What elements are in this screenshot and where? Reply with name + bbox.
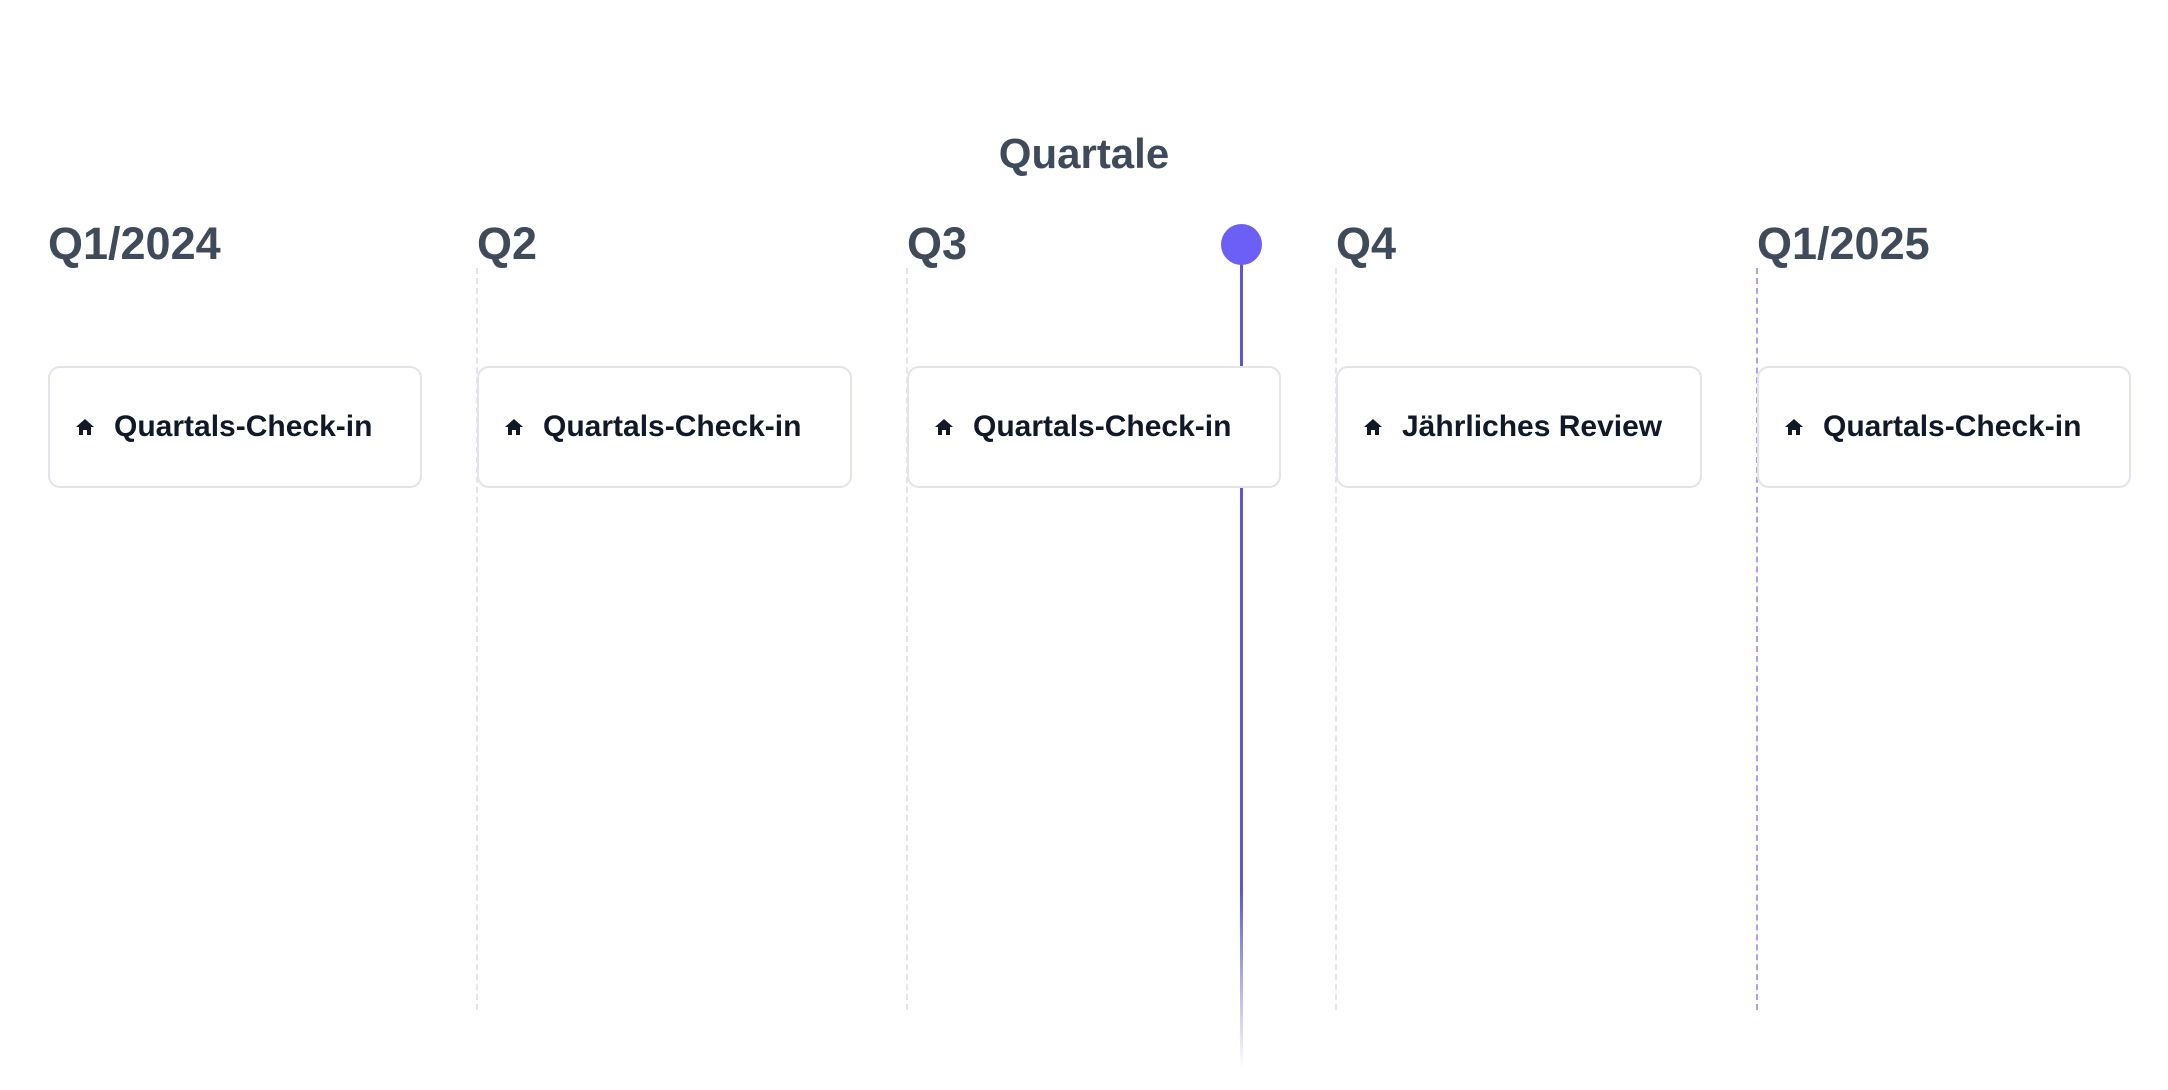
today-marker-line: [1240, 262, 1243, 1068]
year-divider: [1756, 268, 1758, 1010]
event-label: Jährliches Review: [1402, 410, 1663, 443]
today-marker-dot: [1221, 224, 1262, 265]
home-icon: [1783, 416, 1805, 438]
timeline-title: Quartale: [998, 130, 1170, 177]
event-card-q1-2025[interactable]: Quartals-Check-in: [1757, 366, 2131, 488]
quarter-label-q4: Q4: [1336, 218, 1397, 269]
event-label: Quartals-Check-in: [973, 410, 1232, 443]
event-card-q1-2024[interactable]: Quartals-Check-in: [48, 366, 422, 488]
quarter-divider: [906, 268, 908, 1010]
quarter-label-q1-2025: Q1/2025: [1757, 218, 1930, 269]
home-icon: [933, 416, 955, 438]
home-icon: [503, 416, 525, 438]
event-label: Quartals-Check-in: [543, 410, 802, 443]
event-card-q2[interactable]: Quartals-Check-in: [477, 366, 852, 488]
event-label: Quartals-Check-in: [1823, 410, 2082, 443]
event-card-q4[interactable]: Jährliches Review: [1336, 366, 1702, 488]
home-icon: [1362, 416, 1384, 438]
quarter-label-q2: Q2: [477, 218, 538, 269]
quarter-divider: [1335, 268, 1337, 1010]
event-label: Quartals-Check-in: [114, 410, 373, 443]
quarter-divider: [476, 268, 478, 1010]
quarter-label-q3: Q3: [907, 218, 968, 269]
event-card-q3[interactable]: Quartals-Check-in: [907, 366, 1281, 488]
home-icon: [74, 416, 96, 438]
quarter-label-q1-2024: Q1/2024: [48, 218, 221, 269]
